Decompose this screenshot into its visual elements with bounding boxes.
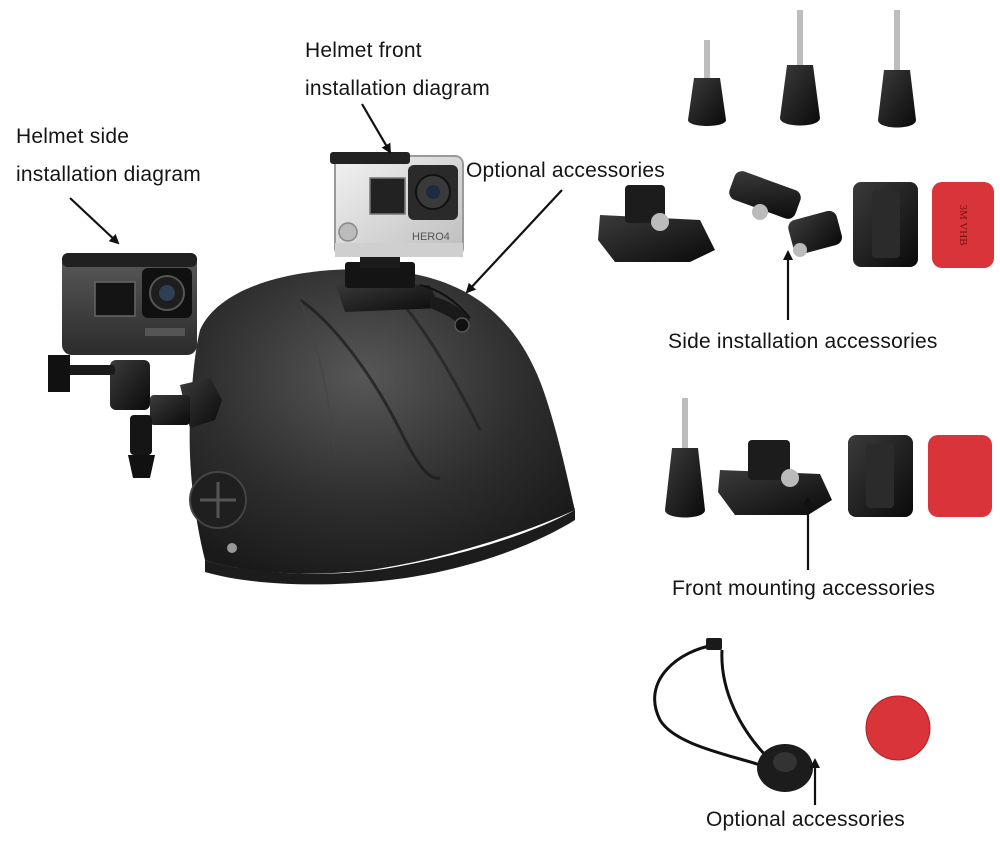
- curved-adhesive-base: [853, 182, 918, 267]
- label-helmet-front-line2: installation diagram: [305, 77, 490, 100]
- callout-arrows: [69, 103, 820, 805]
- label-helmet-front: Helmet front installation diagram: [305, 32, 490, 108]
- label-optional-bottom: Optional accessories: [706, 808, 905, 831]
- side-mount: [48, 355, 222, 478]
- arrow-optional-top: [465, 189, 563, 294]
- side-camera: [62, 253, 197, 355]
- tether-accessories: [653, 638, 931, 792]
- extension-arm: [729, 171, 801, 220]
- front-mount: [335, 252, 471, 333]
- arrow-front-install: [361, 103, 392, 154]
- label-optional-top: Optional accessories: [466, 159, 665, 182]
- label-helmet-front-line1: Helmet front: [305, 39, 422, 62]
- thumb-screw-short: [688, 40, 726, 126]
- thumb-screw-medium: [780, 10, 820, 126]
- label-helmet-side: Helmet side installation diagram: [16, 118, 201, 194]
- thumb-screw-long: [878, 10, 916, 128]
- pivot-arm: [788, 210, 843, 257]
- buckle-mount: [598, 185, 715, 262]
- label-helmet-side-line2: installation diagram: [16, 163, 201, 186]
- thumb-screw-front: [665, 398, 705, 518]
- adhesive-pad: 3M VHB: [932, 182, 994, 268]
- label-side-accessories: Side installation accessories: [668, 330, 938, 353]
- helmet: [189, 269, 575, 585]
- thumb-screws: [688, 10, 916, 128]
- adhesive-pad-text: 3M VHB: [957, 204, 969, 245]
- arrow-side-install: [69, 197, 120, 245]
- side-accessories: 3M VHB: [598, 171, 994, 268]
- adhesive-pad-front: [928, 435, 992, 517]
- label-front-accessories: Front mounting accessories: [672, 577, 936, 600]
- front-accessories: [665, 398, 992, 518]
- curved-adhesive-base-front: [848, 435, 913, 517]
- buckle-mount-front: [718, 440, 832, 515]
- camera-model-text: HERO4: [412, 231, 450, 243]
- label-helmet-side-line1: Helmet side: [16, 125, 130, 148]
- front-camera-housing: [330, 152, 464, 257]
